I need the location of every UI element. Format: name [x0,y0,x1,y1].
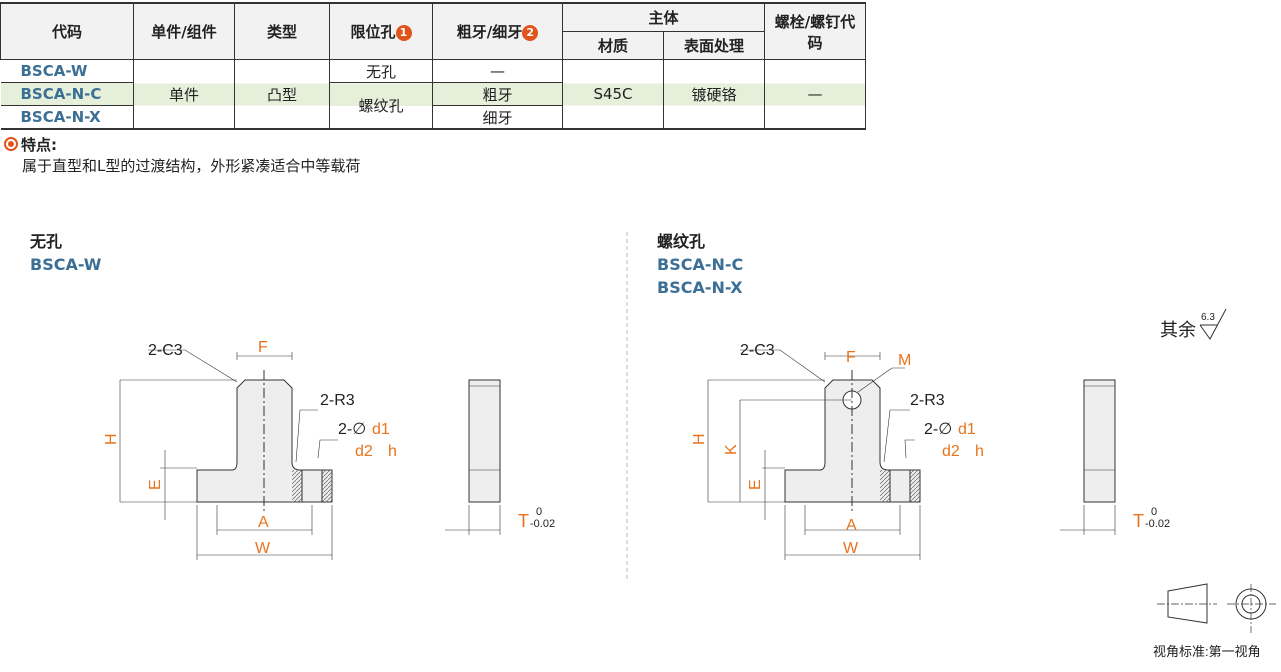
dim-t-upper: 0 [536,506,542,518]
roughness-symbol: 其余 6.3 [1160,308,1227,340]
dim-f: F [846,349,856,366]
roughness-label: 其余 [1160,320,1196,340]
dim-a: A [258,514,269,531]
thread-cell: 细牙 [432,105,563,130]
dim-d2: d2 [942,443,960,460]
features-title: 特点: [21,136,57,154]
thread-cell: 粗牙 [432,82,563,106]
dim-t-lower: -0.02 [530,518,555,530]
dim-r3: 2-R3 [320,392,355,409]
header-material: 材质 [562,31,664,60]
header-code: 代码 [0,2,134,60]
dim-h-depth: h [388,443,397,460]
features-text: 属于直型和L型的过渡结构，外形紧凑适合中等载荷 [22,157,361,175]
header-thread-label: 粗牙/细牙 [456,23,523,41]
dim-f: F [258,339,268,356]
projection-label: 视角标准:第一视角 [1153,644,1261,659]
dim-c3: 2-C3 [148,342,183,359]
left-front-view [119,349,501,560]
dim-a: A [846,517,857,534]
dim-h: H [103,433,120,445]
unit-cell: 单件 [133,59,235,130]
type-cell: 凸型 [234,59,330,130]
right-code: BSCA-N-X [657,278,743,297]
header-type: 类型 [234,2,330,60]
projection-symbol [1157,583,1276,633]
left-code: BSCA-W [30,255,102,274]
dim-h-depth: h [975,443,984,460]
badge-1: 1 [395,25,412,41]
surface-cell: 镀硬铬 [663,59,765,130]
header-body: 主体 [562,2,765,32]
dim-c3: 2-C3 [740,342,775,359]
left-view-label: 无孔 BSCA-W [30,230,101,276]
right-view-label: 螺纹孔 BSCA-N-C BSCA-N-X [657,230,743,299]
dim-r3: 2-R3 [910,392,945,409]
hole-cell: 螺纹孔 [329,82,433,130]
dim-e: E [147,479,164,490]
roughness-value: 6.3 [1201,312,1215,323]
header-bolt: 螺栓/螺钉代码 [764,2,866,60]
hole-cell: 无孔 [329,59,433,83]
badge-2: 2 [522,25,539,41]
dim-h: H [691,433,708,445]
dim-k: K [723,444,740,455]
header-hole-label: 限位孔 [350,23,396,41]
dim-d1: d1 [958,421,976,438]
right-title: 螺纹孔 [657,232,706,251]
dim-e: E [747,479,764,490]
dim-t: T [518,511,529,531]
dim-t-lower: -0.02 [1145,518,1170,530]
dim-d2: d2 [355,443,373,460]
dim-t: T [1133,511,1144,531]
code-cell: BSCA-N-C [0,82,134,106]
dim-w: W [255,540,271,557]
bullet-icon [4,137,18,151]
dim-d1: d1 [372,421,390,438]
right-code: BSCA-N-C [657,255,744,274]
dim-w: W [843,540,859,557]
left-title: 无孔 [30,232,63,251]
material-cell: S45C [562,59,664,130]
bolt-cell: — [764,59,866,130]
dim-t-upper: 0 [1151,506,1157,518]
header-surface: 表面处理 [663,31,765,60]
dim-d1-prefix: 2-∅ [924,421,952,438]
thread-cell: — [432,59,563,83]
features: 特点: 属于直型和L型的过渡结构，外形紧凑适合中等载荷 [4,134,360,176]
code-cell: BSCA-N-X [0,105,134,130]
dim-m: M [898,352,911,369]
right-front-view [707,349,1116,560]
dim-d1-prefix: 2-∅ [338,421,366,438]
